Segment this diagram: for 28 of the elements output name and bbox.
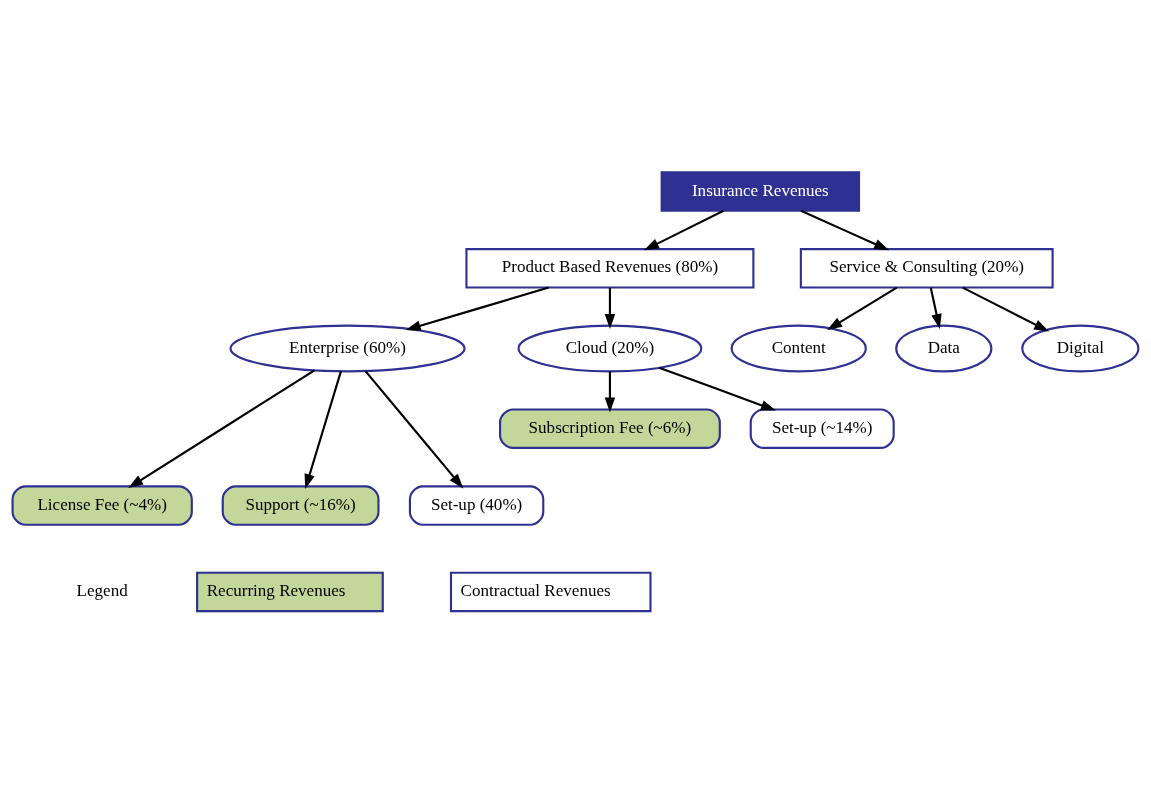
legend-label: Contractual Revenues (460, 580, 611, 600)
node-box: Insurance Revenues (660, 171, 861, 212)
node-ellipse: Data (895, 324, 993, 373)
arrow (962, 286, 1049, 332)
label: Legend (76, 580, 128, 600)
node-box: Set-up (40%) (408, 485, 545, 526)
arrow (604, 371, 616, 413)
node-box: License Fee (~4%) (11, 485, 193, 526)
node-box: Product Based Revenues (80%) (465, 248, 755, 289)
node-box: Support (~16%) (221, 485, 380, 526)
node-ellipse: Content (730, 324, 867, 373)
arrow (800, 209, 890, 251)
node-box: Service & Consulting (20%) (799, 248, 1054, 289)
node-ellipse: Enterprise (60%) (229, 324, 466, 373)
arrow (405, 286, 550, 331)
node-ellipse: Cloud (20%) (517, 324, 703, 373)
arrow (128, 369, 315, 489)
node-ellipse: Digital (1021, 324, 1140, 373)
arrow (604, 287, 616, 329)
legend-label: Recurring Revenues (206, 580, 346, 600)
node-box: Subscription Fee (~6%) (499, 408, 721, 449)
arrow (827, 286, 898, 331)
arrow (364, 370, 464, 489)
arrow (304, 370, 342, 490)
arrow (644, 209, 724, 251)
node-box: Set-up (~14%) (749, 408, 895, 449)
arrow (929, 287, 942, 329)
arrow (658, 366, 776, 411)
